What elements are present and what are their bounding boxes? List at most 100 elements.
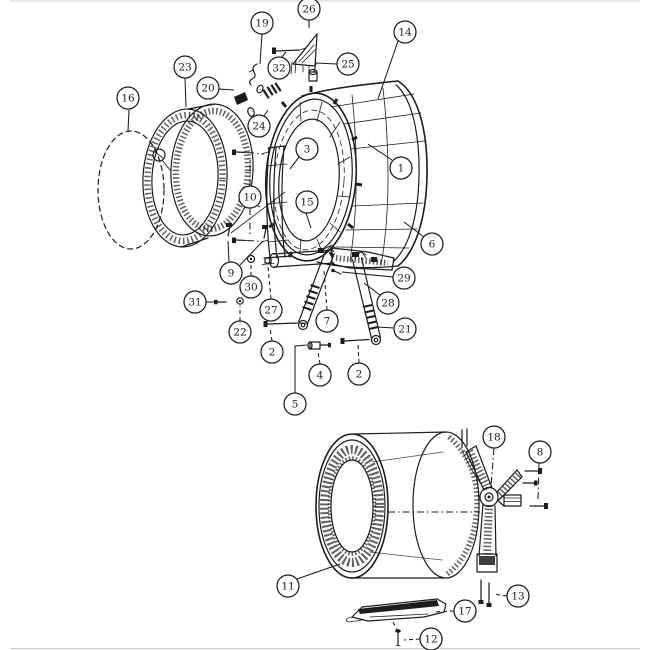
nut-hole: [238, 299, 242, 303]
callout-27[interactable]: 27: [259, 265, 283, 322]
leader-line: [377, 40, 399, 100]
callout-25[interactable]: 25: [313, 52, 360, 76]
screw-shaft: [235, 151, 247, 154]
callout-14[interactable]: 14: [377, 20, 417, 100]
callout-circle[interactable]: [347, 362, 371, 386]
callout-circle[interactable]: [283, 392, 307, 416]
callout-circle[interactable]: [183, 290, 207, 314]
callout-circle[interactable]: [173, 55, 197, 79]
callout-10[interactable]: 10: [238, 159, 262, 237]
drum-inner-line: [371, 451, 444, 463]
leader-line: [259, 33, 263, 65]
screw-head: [395, 629, 401, 633]
callout-circle[interactable]: [116, 86, 140, 110]
callout-number: 15: [300, 197, 313, 209]
leader-line: [269, 327, 273, 342]
leader-line: [403, 638, 421, 641]
callout-19[interactable]: 19: [250, 11, 274, 65]
balance-ring-hatch: [320, 445, 384, 567]
callout-26[interactable]: 26: [297, 0, 321, 28]
callout-32[interactable]: 32: [267, 51, 291, 80]
screw-shaft: [275, 49, 300, 52]
callout-circle[interactable]: [336, 52, 360, 76]
callout-7[interactable]: 7: [315, 270, 339, 333]
callout-number: 17: [458, 606, 471, 618]
suspension-damper-right: [352, 250, 382, 346]
damper-eyelet: [370, 334, 382, 346]
callout-circle[interactable]: [315, 309, 339, 333]
callout-number: 18: [487, 432, 500, 444]
callout-number: 20: [201, 83, 214, 95]
callout-2[interactable]: 2: [347, 343, 371, 386]
callout-28[interactable]: 28: [363, 282, 400, 315]
callout-5[interactable]: 5: [283, 344, 308, 416]
callout-circle[interactable]: [228, 320, 252, 344]
front-clamp-ring: [142, 103, 261, 248]
tub-top-edge: [301, 80, 399, 97]
inner-drum-assembly: [315, 428, 480, 579]
callout-circle[interactable]: [453, 599, 477, 623]
callout-circle[interactable]: [482, 425, 506, 449]
callout-12[interactable]: 12: [403, 627, 443, 650]
callout-6[interactable]: 6: [403, 221, 444, 256]
callout-circle[interactable]: [219, 261, 243, 285]
arm-right-edge: [496, 469, 518, 493]
callout-number: 25: [341, 59, 354, 71]
clip-tab: [248, 69, 254, 73]
callout-number: 23: [178, 62, 191, 74]
callout-circle[interactable]: [393, 317, 417, 341]
hose-end: [256, 84, 264, 94]
callout-circle[interactable]: [506, 584, 530, 608]
callout-circle[interactable]: [196, 76, 220, 100]
callout-circle[interactable]: [295, 190, 319, 214]
bottom-mount-assembly: [268, 245, 395, 271]
callout-number: 32: [272, 63, 285, 75]
callout-8[interactable]: 8: [528, 440, 552, 502]
callout-number: 12: [424, 634, 437, 646]
callout-21[interactable]: 21: [375, 317, 417, 341]
washer: [261, 263, 275, 265]
callout-31[interactable]: 31: [183, 290, 214, 314]
callout-circle[interactable]: [376, 291, 400, 315]
elbow-hose: [232, 82, 264, 112]
callout-circle[interactable]: [259, 298, 283, 322]
callout-circle[interactable]: [250, 11, 274, 35]
callout-circle[interactable]: [420, 232, 444, 256]
callout-11[interactable]: 11: [276, 563, 341, 598]
callout-circle[interactable]: [308, 363, 332, 387]
callout-4[interactable]: 4: [308, 351, 332, 387]
callout-18[interactable]: 18: [482, 425, 506, 487]
callout-1[interactable]: 1: [367, 143, 413, 180]
callout-circle[interactable]: [247, 114, 271, 138]
callout-20[interactable]: 20: [196, 76, 235, 100]
callout-circle[interactable]: [297, 0, 321, 21]
callout-circle[interactable]: [276, 574, 300, 598]
callout-circle[interactable]: [528, 440, 552, 464]
callout-circle[interactable]: [239, 275, 263, 299]
callout-circle[interactable]: [419, 627, 443, 650]
callout-13[interactable]: 13: [492, 584, 530, 608]
callout-9[interactable]: 9: [219, 240, 264, 285]
callout-circle[interactable]: [389, 156, 413, 180]
callout-number: 27: [264, 305, 277, 317]
callout-circle[interactable]: [267, 56, 291, 80]
callout-16[interactable]: 16: [116, 86, 140, 132]
callout-circle[interactable]: [393, 20, 417, 44]
callout-29[interactable]: 29: [341, 266, 416, 290]
bracket-screw: [272, 46, 309, 54]
screw-axis: [246, 151, 265, 155]
callout-3[interactable]: 3: [289, 137, 319, 170]
callout-circle[interactable]: [295, 137, 319, 161]
callout-2[interactable]: 2: [260, 327, 284, 364]
callout-17[interactable]: 17: [432, 599, 477, 623]
tub-opening: [278, 118, 340, 242]
callout-30[interactable]: 30: [239, 263, 263, 299]
callout-23[interactable]: 23: [173, 55, 197, 108]
callout-24[interactable]: 24: [247, 109, 271, 138]
callout-22[interactable]: 22: [228, 306, 252, 344]
callout-circle[interactable]: [260, 340, 284, 364]
callout-15[interactable]: 15: [295, 190, 319, 229]
bolt: [263, 227, 267, 239]
callout-circle[interactable]: [392, 266, 416, 290]
callout-circle[interactable]: [238, 185, 262, 209]
